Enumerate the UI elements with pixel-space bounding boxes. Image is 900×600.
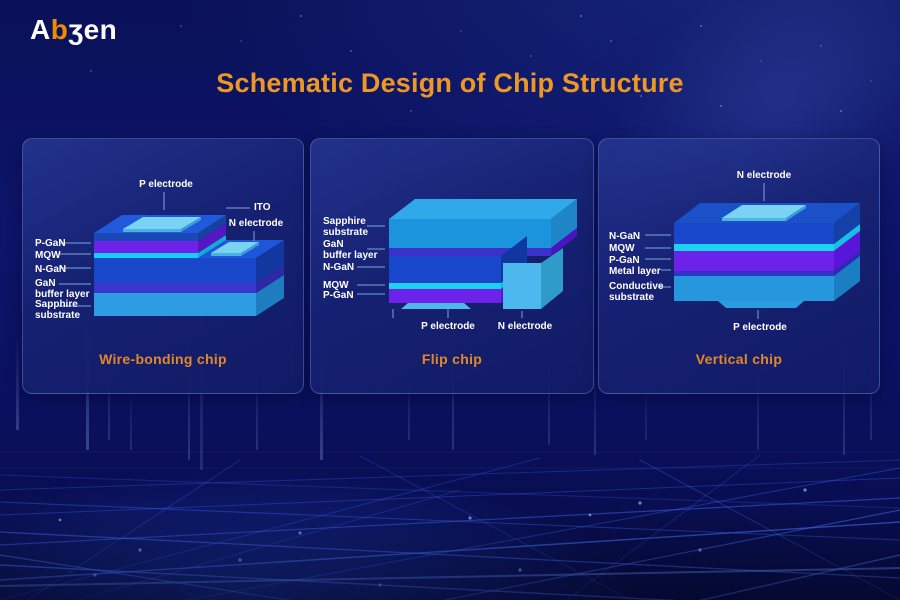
- label-line: substrate: [35, 310, 81, 321]
- layer-gan-buffer: [94, 265, 284, 293]
- panel-vertical-chip: N electrode N-GaN MQW P-GaN Metal layer …: [598, 138, 880, 394]
- panel-flip-chip: Sapphire substrate GaN buffer layer N-Ga…: [310, 138, 594, 394]
- label-gan-buffer-layer: GaN buffer layer: [323, 239, 377, 261]
- layer-sapphire-substrate: [389, 199, 577, 248]
- n-electrode-block: [503, 248, 563, 309]
- layer-metal: [674, 251, 860, 276]
- label-p-electrode: P electrode: [733, 322, 787, 333]
- star-dot: [610, 40, 612, 42]
- star-dot: [350, 50, 352, 52]
- wire-bonding-chip-diagram: [59, 192, 284, 316]
- layer-p-gan: [674, 231, 860, 271]
- label-p-electrode: P electrode: [139, 179, 193, 190]
- layer-sapphire-substrate: [94, 275, 284, 316]
- logo-letters-sen: ʒen: [68, 14, 118, 45]
- p-electrode-pad: [123, 217, 201, 232]
- star-dot: [410, 110, 412, 112]
- panel-wire-bonding-chip: P electrode ITO N electrode P-GaN MQW N-…: [22, 138, 304, 394]
- n-electrode-pad: [722, 205, 806, 221]
- leader-lines: [645, 183, 765, 319]
- label-p-gan: P-GaN: [323, 290, 354, 301]
- label-n-gan: N-GaN: [609, 231, 641, 242]
- absen-logo: Abʒen: [30, 14, 117, 46]
- page-title: Schematic Design of Chip Structure: [216, 68, 684, 98]
- label-n-electrode: N electrode: [736, 170, 792, 181]
- leader-lines: [59, 192, 255, 307]
- n-electrode-pad: [211, 242, 259, 256]
- logo-letter-a: A: [30, 14, 51, 45]
- star-dot: [180, 25, 182, 27]
- label-n-gan: N-GaN: [35, 264, 67, 275]
- label-mqw: MQW: [35, 250, 61, 261]
- label-sapphire-substrate: Sapphire substrate: [35, 299, 80, 321]
- label-gan-buffer-layer: GaN buffer layer: [35, 278, 89, 300]
- layer-conductive-substrate: [674, 256, 860, 301]
- flip-chip-diagram: [357, 199, 577, 318]
- star-dot: [300, 15, 302, 17]
- leader-lines: [357, 225, 523, 318]
- label-line: substrate: [609, 292, 655, 303]
- label-n-electrode: N electrode: [228, 218, 284, 229]
- star-dot: [530, 55, 532, 57]
- label-p-electrode: P electrode: [421, 321, 475, 332]
- label-line: GaN: [35, 278, 56, 289]
- label-conductive-substrate: Conductive substrate: [609, 281, 663, 303]
- star-dot: [580, 15, 582, 17]
- label-mqw: MQW: [609, 243, 635, 254]
- label-n-gan: N-GaN: [323, 262, 355, 273]
- bottom-vignette: [0, 510, 900, 600]
- label-p-gan: P-GaN: [609, 255, 640, 266]
- vertical-chip-diagram: [645, 183, 860, 319]
- label-line: Conductive: [609, 281, 664, 292]
- caption-flip-chip: Flip chip: [421, 351, 483, 367]
- label-line: buffer layer: [323, 250, 378, 261]
- layer-mqw: [674, 224, 860, 251]
- caption-wire-bonding-chip: Wire-bonding chip: [99, 351, 227, 367]
- label-metal-layer: Metal layer: [609, 266, 661, 277]
- p-electrode-pad: [718, 301, 804, 308]
- logo-letter-b: b: [50, 14, 69, 45]
- caption-vertical-chip: Vertical chip: [695, 351, 783, 367]
- star-dot: [460, 30, 462, 32]
- layer-n-gan: [674, 203, 860, 244]
- label-line: buffer layer: [35, 289, 90, 300]
- label-p-gan: P-GaN: [35, 238, 66, 249]
- label-line: GaN: [323, 239, 344, 250]
- label-line: substrate: [323, 227, 369, 238]
- star-dot: [720, 105, 722, 107]
- label-sapphire-substrate: Sapphire substrate: [323, 216, 368, 238]
- label-line: Sapphire: [323, 216, 366, 227]
- layer-mqw: [94, 235, 226, 258]
- star-dot: [240, 40, 242, 42]
- layer-p-gan: [94, 223, 226, 253]
- label-n-electrode: N electrode: [497, 321, 553, 332]
- label-line: Sapphire: [35, 299, 78, 310]
- layer-gan-buffer: [389, 228, 577, 256]
- star-dot: [840, 110, 842, 112]
- p-electrode-pad: [401, 303, 471, 309]
- star-dot: [700, 25, 702, 27]
- star-dot: [760, 60, 762, 62]
- label-ito: ITO: [254, 202, 271, 213]
- layer-n-gan: [94, 240, 284, 283]
- label-mqw: MQW: [323, 280, 349, 291]
- star-dot: [820, 45, 822, 47]
